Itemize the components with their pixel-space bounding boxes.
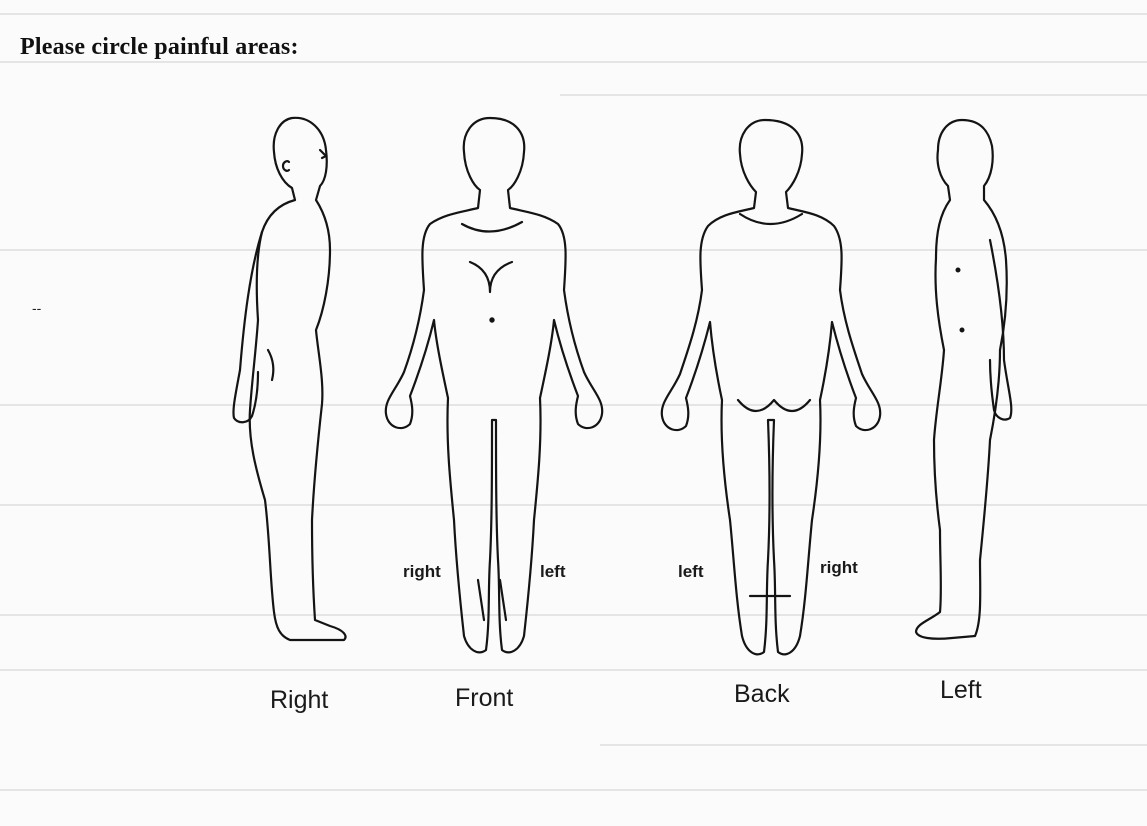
- back-left-label: left: [678, 562, 704, 582]
- view-label-front: Front: [455, 684, 513, 713]
- front-right-label: right: [403, 562, 441, 582]
- view-label-left: Left: [940, 676, 982, 705]
- back-right-label: right: [820, 558, 858, 578]
- body-left-view: [916, 120, 1011, 639]
- body-right-view: [233, 118, 345, 640]
- front-left-label: left: [540, 562, 566, 582]
- view-label-right: Right: [270, 686, 328, 715]
- view-label-back: Back: [734, 680, 790, 709]
